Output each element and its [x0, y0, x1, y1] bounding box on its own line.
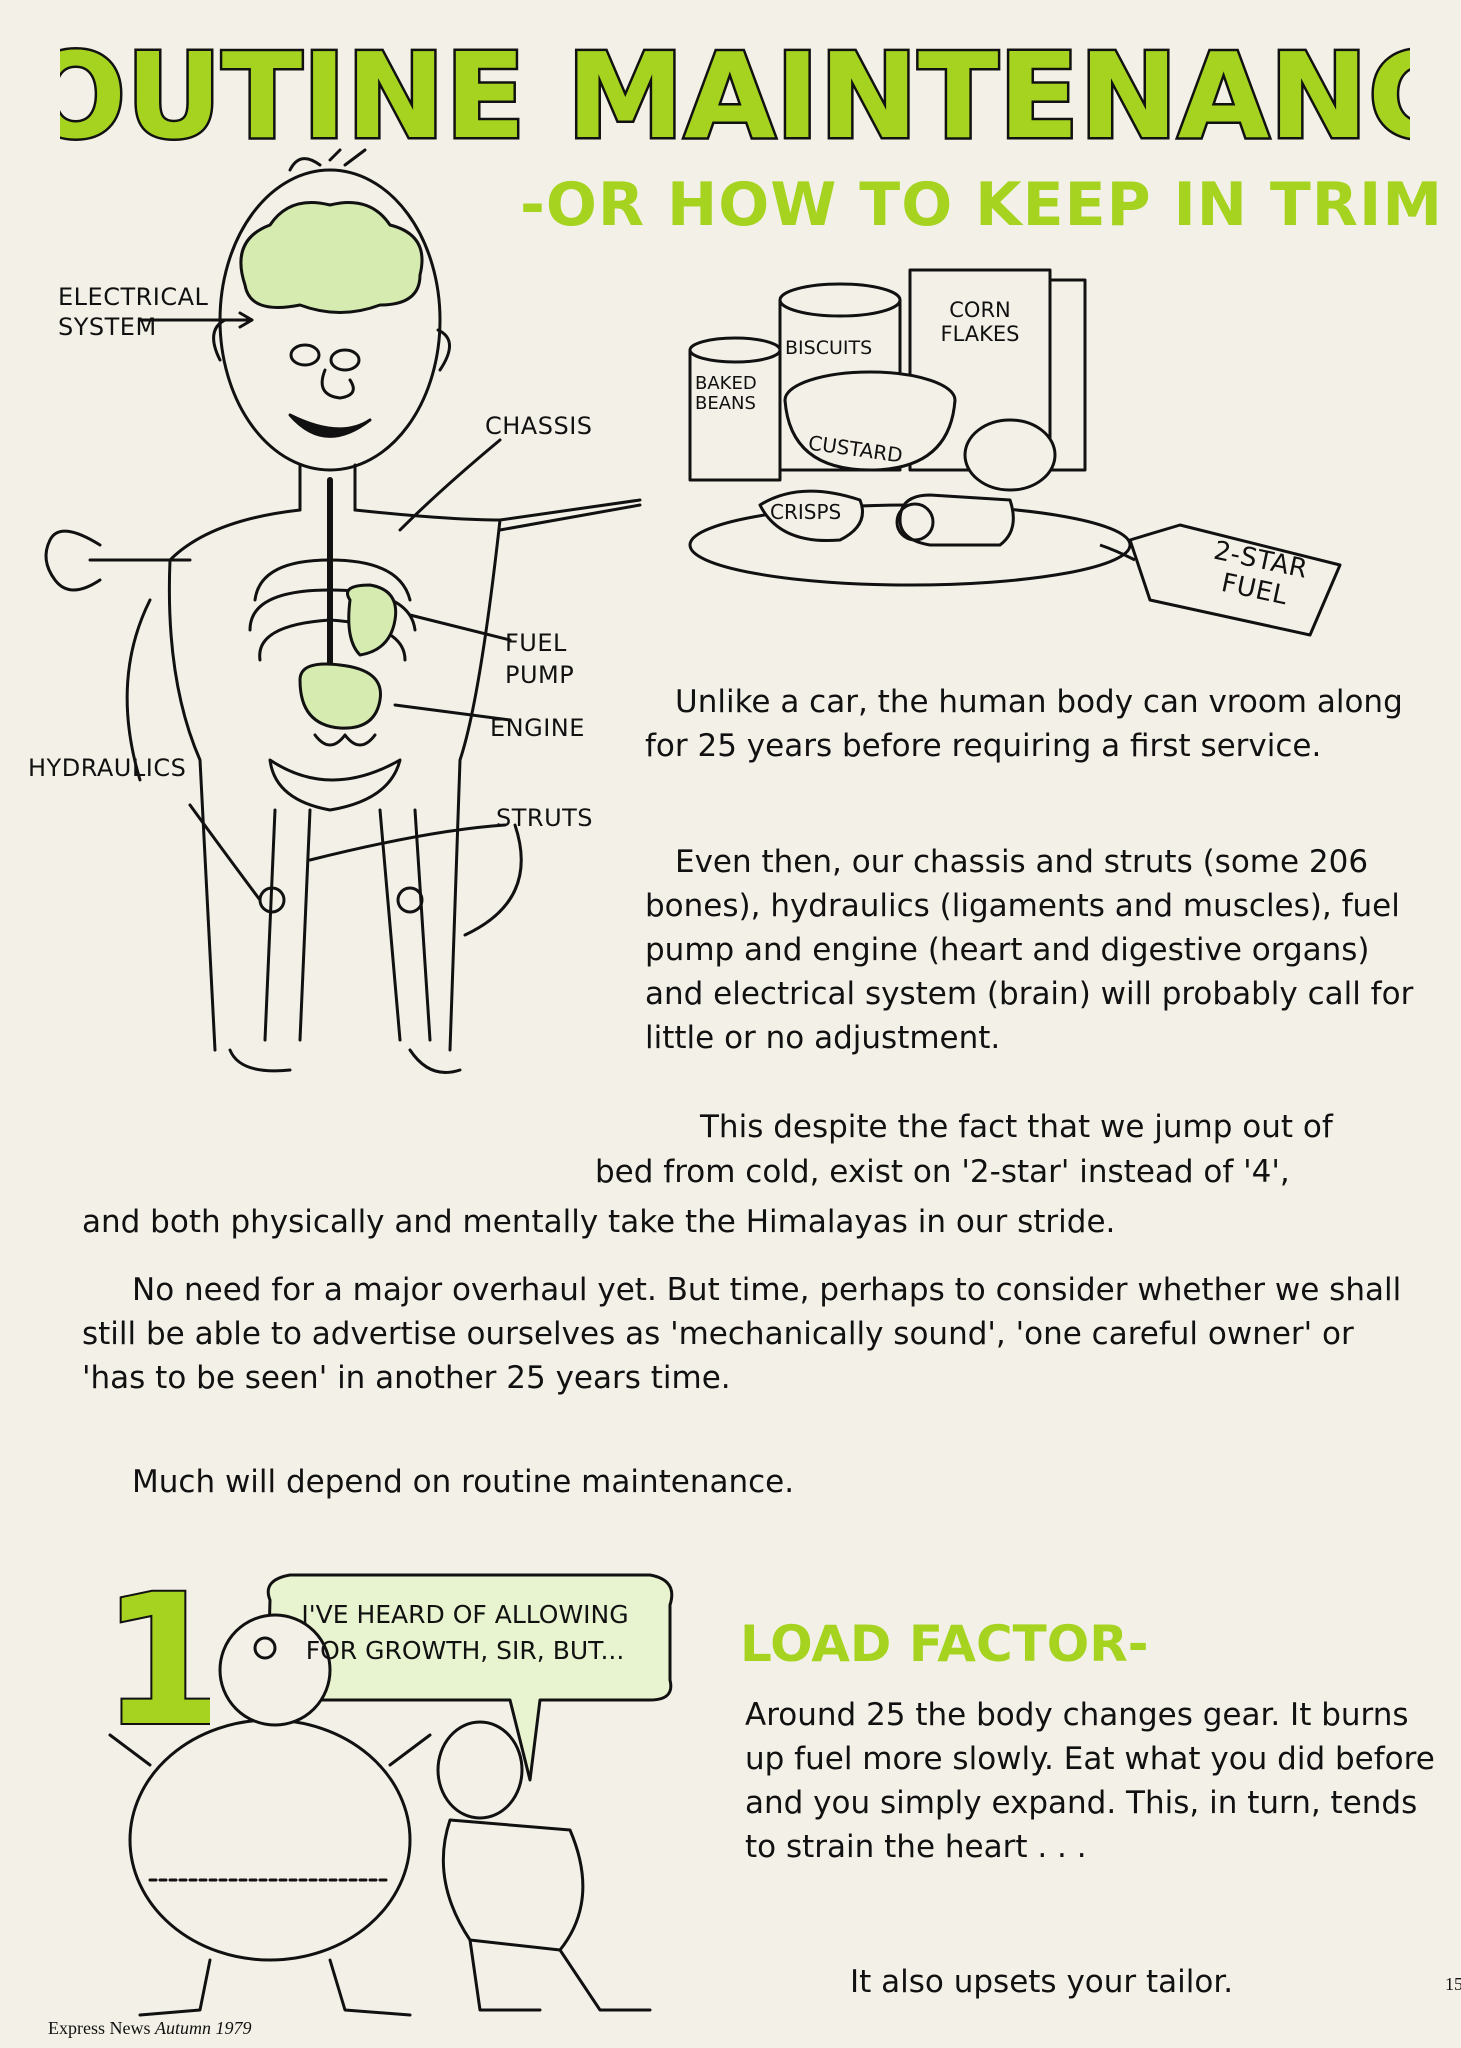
brain-shape — [239, 201, 424, 314]
intestines — [313, 733, 377, 747]
pointer-fuel-pump — [408, 613, 512, 642]
page-title: ROUTINE MAINTENANCE — [60, 25, 1410, 165]
label-hydraulics: HYDRAULICS — [28, 754, 187, 782]
right-eye — [329, 348, 361, 372]
biscuits-tin-lid — [778, 282, 902, 318]
pointer-chassis — [398, 438, 502, 532]
baked-beans-label: BAKED BEANS — [695, 374, 757, 414]
label-electrical-line1: ELECTRICAL — [58, 283, 209, 311]
paragraph-5: Much will depend on routine maintenance. — [132, 1464, 795, 1500]
shoulders — [98, 498, 642, 562]
food-platter — [688, 268, 1342, 637]
label-electrical-system: ELECTRICAL SYSTEM — [58, 282, 208, 342]
pudding — [963, 418, 1057, 492]
load-factor-text-end: It also upsets your tailor. — [850, 1964, 1234, 2000]
pointer-engine — [393, 703, 512, 722]
pointer-hydraulics-down — [188, 803, 262, 902]
label-engine: ENGINE — [490, 714, 585, 742]
feet — [228, 1048, 462, 1074]
corn-line1: CORN — [949, 298, 1011, 322]
tailor-legs — [468, 1938, 652, 2012]
label-electrical-line2: SYSTEM — [58, 313, 157, 341]
biscuits-label: BISCUITS — [785, 337, 873, 359]
corn-flakes-box-side — [1048, 278, 1087, 472]
nose — [320, 368, 355, 400]
arm-bones — [88, 503, 642, 562]
label-fuel-line2: PUMP — [505, 661, 575, 689]
right-ear — [436, 328, 451, 372]
label-fuel-pump: FUEL PUMP — [505, 627, 574, 691]
bubble-line1: I'VE HEARD OF ALLOWING — [301, 1600, 629, 1629]
page-subtitle: -OR HOW TO KEEP IN TRIM — [520, 170, 1444, 240]
baked-line1: BAKED — [695, 373, 757, 394]
stomach-engine — [298, 662, 382, 730]
leg-bones — [263, 808, 432, 1042]
fat-man-body — [128, 1718, 412, 1962]
left-hand — [44, 529, 102, 592]
paragraph-1: Unlike a car, the human body can vroom a… — [645, 684, 1403, 764]
label-fuel-line1: FUEL — [505, 629, 567, 657]
publication-issue: Autumn 1979 — [154, 2018, 252, 2038]
tailor-head — [436, 1720, 524, 1820]
beans-can — [688, 350, 782, 482]
page-title-text: ROUTINE MAINTENANCE — [60, 27, 1410, 165]
load-factor-text: Around 25 the body changes gear. It burn… — [745, 1697, 1435, 1865]
neck — [298, 463, 357, 512]
swiss-roll-end — [895, 502, 935, 542]
section-number: 1 — [118, 1565, 210, 1730]
tag-string — [1099, 543, 1136, 562]
pelvis — [268, 758, 402, 812]
speech-bubble-text: I'VE HEARD OF ALLOWING FOR GROWTH, SIR, … — [280, 1597, 650, 1669]
label-struts: STRUTS — [496, 804, 594, 832]
hair-tuft — [288, 148, 367, 172]
fat-man-head — [218, 1613, 332, 1727]
paragraph-4: No need for a major overhaul yet. But ti… — [82, 1272, 1402, 1396]
paragraph-3a: This despite the fact that we jump out o… — [700, 1109, 1333, 1145]
torso-outline — [167, 518, 502, 1052]
rib-1 — [253, 558, 412, 602]
paragraph-3c: and both physically and mentally take th… — [82, 1204, 1116, 1240]
corn-line2: FLAKES — [940, 322, 1020, 346]
baked-line2: BEANS — [695, 393, 756, 414]
tailor-body — [441, 1818, 585, 1952]
section-title-load-factor: LOAD FACTOR- — [740, 1615, 1149, 1673]
left-ear — [212, 318, 227, 362]
label-chassis: CHASSIS — [485, 412, 593, 440]
right-knee — [396, 886, 424, 914]
crisps-label: CRISPS — [770, 500, 842, 524]
crisps-packet — [758, 489, 864, 543]
beans-can-top — [688, 336, 782, 364]
mouth — [288, 413, 372, 438]
pointer-hydraulics-right — [463, 823, 523, 937]
left-eye — [289, 343, 321, 367]
bubble-line2: FOR GROWTH, SIR, BUT... — [305, 1636, 625, 1665]
fat-man-arms — [108, 1733, 432, 1767]
section-number-badge: 1 — [118, 1565, 210, 1730]
paragraph-2: Even then, our chassis and struts (some … — [645, 844, 1414, 1056]
heart-fuel-pump — [346, 583, 398, 657]
footer-publication: Express News Autumn 1979 — [48, 2018, 251, 2039]
fat-man-eye — [253, 1636, 277, 1660]
custard-bowl-body — [783, 399, 957, 472]
pointer-hydraulics-left — [125, 598, 152, 782]
publication-name: Express News — [48, 2018, 151, 2038]
paragraph-3b: bed from cold, exist on '2-star' instead… — [595, 1154, 1290, 1190]
page-number: 15 — [1445, 1974, 1461, 1994]
corn-flakes-label: CORN FLAKES — [925, 298, 1035, 346]
pointer-electrical-head — [238, 311, 254, 329]
fat-man-legs — [138, 1958, 412, 2017]
fuel-tag — [1128, 523, 1342, 637]
pointer-struts — [308, 823, 507, 862]
